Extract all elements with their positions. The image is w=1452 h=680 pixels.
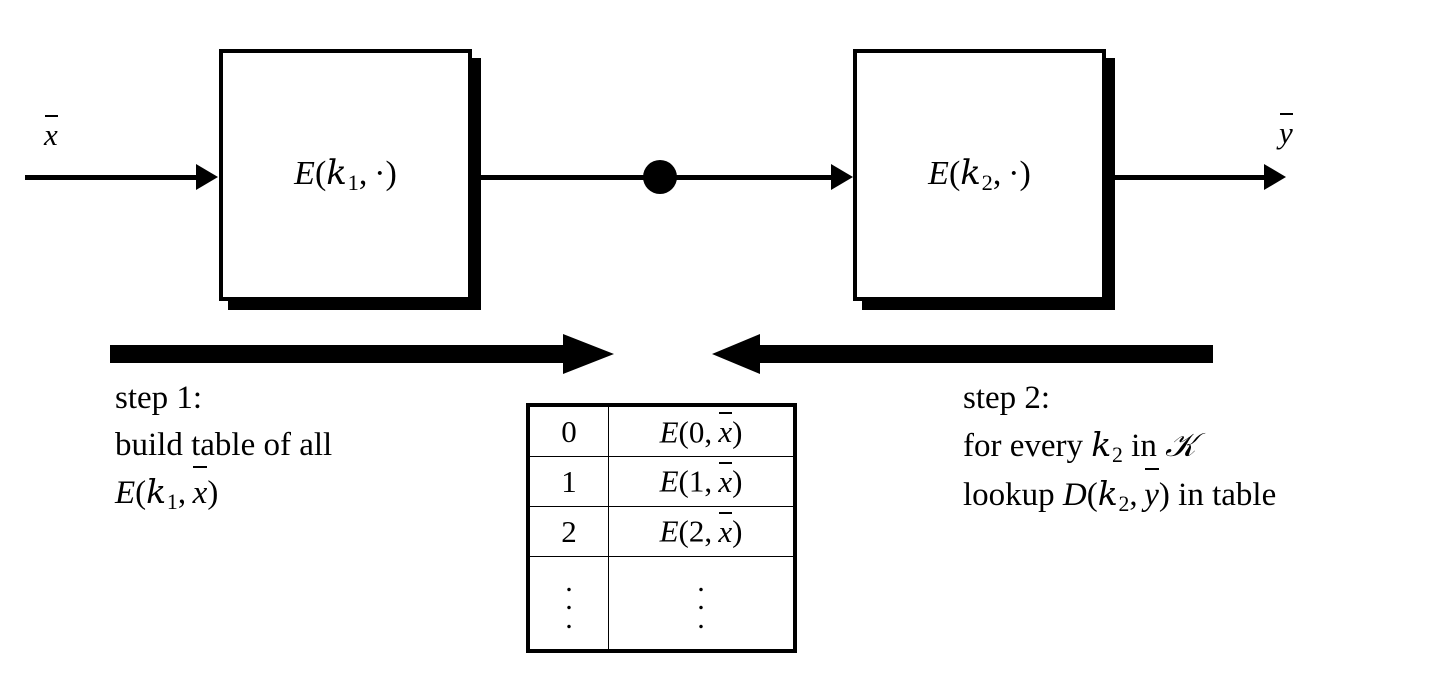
table-row[interactable]: 0 E(0, x) — [530, 407, 793, 457]
cipher-block-e1-label: E(k1, ·) — [294, 152, 397, 195]
step2-line-1: step 2: — [963, 380, 1051, 416]
step2-arrow-icon — [712, 334, 1213, 374]
table-row[interactable]: 1 E(1, x) — [530, 455, 793, 507]
input-arrowhead-icon — [196, 164, 218, 190]
table-cell-value: E(2, x) — [608, 505, 793, 557]
cipher-block-e1[interactable]: E(k1, ·) — [219, 49, 472, 301]
step1-caption: step 1: build table of all E(k1, x) — [115, 375, 332, 518]
input-label-xbar: x — [44, 114, 58, 152]
middle-arrowhead-icon — [831, 164, 853, 190]
step2-line3-post: in table — [1169, 476, 1277, 513]
output-line — [1106, 175, 1271, 180]
step2-caption: step 2: for every k2 in 𝒦 lookup D(k2, y… — [963, 375, 1276, 520]
step2-line-2: for every k2 in 𝒦 — [963, 424, 1196, 467]
step1-line-3: E(k1, x) — [115, 465, 332, 518]
table-cell-value-arg1: 1 — [688, 463, 705, 499]
table-cell-value-arg1: 2 — [688, 513, 705, 549]
table-row-ellipsis: ... ... — [530, 555, 793, 649]
output-label-ybar: y — [1279, 112, 1293, 150]
cipher-block-e2[interactable]: E(k2, ·) — [853, 49, 1106, 301]
step2-line2-pre: for every — [963, 427, 1092, 464]
step1-arrow-icon — [110, 334, 614, 374]
input-line — [25, 175, 203, 180]
table-cell-value-ellipsis: ... — [608, 555, 793, 649]
table-cell-key-ellipsis: ... — [530, 555, 609, 649]
precomputed-table[interactable]: 0 E(0, x) 1 E(1, x) 2 E(2, x) ... ... — [526, 403, 797, 653]
step2-line-3: lookup D(k2, y) in table — [963, 467, 1277, 520]
table-cell-key: 1 — [530, 455, 609, 507]
step2-line2-mid: in — [1122, 427, 1166, 464]
table-cell-value: E(0, x) — [608, 407, 793, 457]
table-cell-key: 0 — [530, 407, 609, 457]
key-space-symbol: 𝒦 — [1165, 424, 1196, 464]
table-row[interactable]: 2 E(2, x) — [530, 505, 793, 557]
cipher-block-e2-label: E(k2, ·) — [928, 152, 1031, 195]
output-arrowhead-icon — [1264, 164, 1286, 190]
step1-line-2: build table of all — [115, 426, 333, 463]
step2-line3-pre: lookup — [963, 476, 1063, 513]
step1-line-1: step 1: — [115, 380, 203, 416]
table-cell-value-arg1: 0 — [688, 414, 705, 450]
table-cell-value: E(1, x) — [608, 455, 793, 507]
intermediate-value-dot-icon — [643, 160, 677, 194]
table-cell-key: 2 — [530, 505, 609, 557]
